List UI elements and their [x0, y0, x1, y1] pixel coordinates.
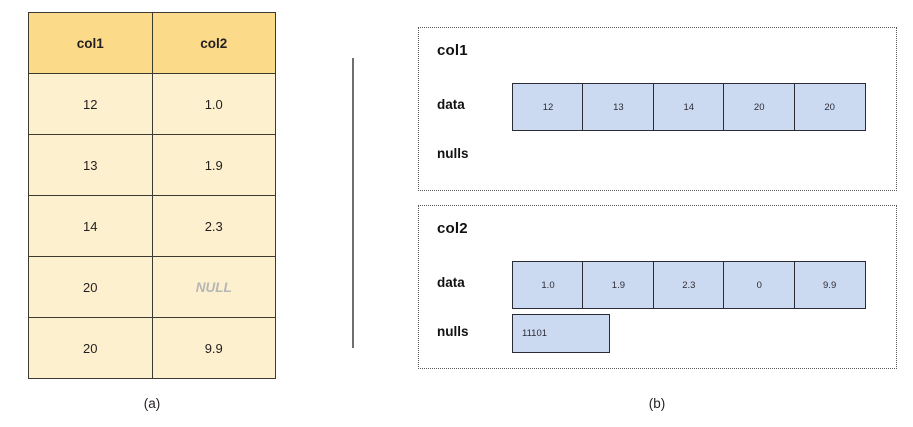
data-buffer-col2: 1.0 1.9 2.3 0 9.9	[512, 261, 866, 309]
table-cell-col2: 1.0	[151, 73, 276, 135]
caption-b: (b)	[648, 396, 666, 411]
table-header-row: col1 col2	[28, 12, 276, 74]
buffer-cell: 14	[652, 83, 725, 131]
data-row-label-col1: data	[437, 97, 465, 112]
table-cell-col1: 20	[28, 256, 153, 318]
panel-title-col2: col2	[437, 220, 468, 237]
table-cell-col2-null: NULL	[151, 256, 276, 318]
table-row: 13 1.9	[28, 134, 276, 196]
column-panel-col1: col1 data nulls 12 13 14 20 20	[418, 27, 897, 191]
vertical-divider	[352, 58, 354, 348]
buffer-cell: 13	[582, 83, 655, 131]
panel-title-col1: col1	[437, 42, 468, 59]
data-row-label-col2: data	[437, 275, 465, 290]
nulls-bitmap-box-col2: 11101	[512, 314, 610, 353]
column-panel-col2: col2 data nulls 1.0 1.9 2.3 0 9.9 11101	[418, 205, 897, 369]
table-cell-col2: 1.9	[151, 134, 276, 196]
table-cell-col1: 14	[28, 195, 153, 257]
table-cell-col1: 20	[28, 317, 153, 379]
table-row: 12 1.0	[28, 73, 276, 135]
buffer-cell: 9.9	[793, 261, 866, 309]
data-buffer-col1: 12 13 14 20 20	[512, 83, 866, 131]
table-cell-col1: 13	[28, 134, 153, 196]
buffer-cell: 1.9	[582, 261, 655, 309]
buffer-cell: 20	[723, 83, 796, 131]
table-row: 20 NULL	[28, 256, 276, 318]
table-cell-col2: 9.9	[151, 317, 276, 379]
buffer-cell: 1.0	[512, 261, 584, 309]
table-row: 14 2.3	[28, 195, 276, 257]
buffer-cell: 0	[723, 261, 796, 309]
table-cell-col1: 12	[28, 73, 153, 135]
logical-table: col1 col2 12 1.0 13 1.9 14 2.3 20 NULL 2	[28, 12, 276, 379]
column-header-col1: col1	[28, 12, 153, 74]
table-cell-col2: 2.3	[151, 195, 276, 257]
table-row: 20 9.9	[28, 317, 276, 379]
buffer-cell: 20	[793, 83, 866, 131]
buffer-cell: 2.3	[652, 261, 725, 309]
logical-table-figure: col1 col2 12 1.0 13 1.9 14 2.3 20 NULL 2	[28, 12, 276, 379]
nulls-row-label-col1: nulls	[437, 146, 469, 161]
column-header-col2: col2	[151, 12, 276, 74]
caption-a: (a)	[143, 396, 161, 411]
buffer-cell: 12	[512, 83, 584, 131]
nulls-row-label-col2: nulls	[437, 324, 469, 339]
